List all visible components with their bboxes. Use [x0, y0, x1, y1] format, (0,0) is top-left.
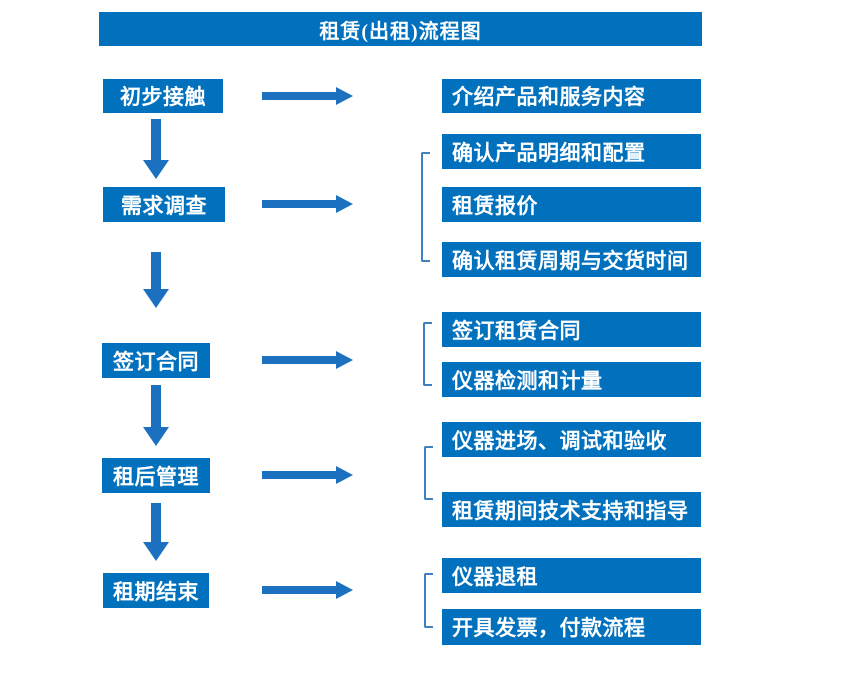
group-bracket-icon — [421, 152, 430, 262]
right-arrow-icon — [262, 92, 336, 100]
step-box-post-rental-mgmt: 租后管理 — [102, 458, 210, 493]
detail-box-instrument-testing: 仪器检测和计量 — [442, 362, 701, 397]
down-arrow-icon — [151, 503, 161, 542]
down-arrow-icon — [151, 385, 161, 427]
detail-box-sign-rental-contract: 签订租赁合同 — [442, 312, 701, 347]
right-arrow-icon — [336, 87, 353, 105]
down-arrow-icon — [151, 119, 161, 160]
step-box-demand-survey: 需求调查 — [103, 187, 225, 222]
right-arrow-icon — [336, 581, 353, 599]
right-arrow-icon — [336, 466, 353, 484]
down-arrow-icon — [143, 289, 169, 308]
step-box-sign-contract: 签订合同 — [102, 343, 210, 378]
detail-box-instrument-setup: 仪器进场、调试和验收 — [442, 422, 701, 457]
right-arrow-icon — [262, 586, 336, 594]
detail-box-introduce-products: 介绍产品和服务内容 — [442, 79, 701, 113]
down-arrow-icon — [143, 542, 169, 561]
detail-box-invoice-payment: 开具发票，付款流程 — [442, 609, 701, 645]
group-bracket-icon — [424, 573, 433, 628]
right-arrow-icon — [262, 200, 336, 208]
detail-box-tech-support: 租赁期间技术支持和指导 — [442, 492, 701, 527]
step-box-rental-end: 租期结束 — [103, 573, 209, 608]
detail-box-rental-quote: 租赁报价 — [442, 187, 701, 222]
down-arrow-icon — [143, 427, 169, 446]
group-bracket-icon — [424, 446, 433, 500]
detail-box-confirm-period: 确认租赁周期与交货时间 — [442, 242, 701, 277]
detail-box-confirm-product-spec: 确认产品明细和配置 — [442, 134, 701, 169]
flowchart-title: 租赁(出租)流程图 — [99, 12, 702, 46]
step-box-initial-contact: 初步接触 — [103, 79, 223, 113]
group-bracket-icon — [423, 322, 432, 386]
down-arrow-icon — [143, 160, 169, 179]
down-arrow-icon — [151, 252, 161, 289]
right-arrow-icon — [336, 195, 353, 213]
right-arrow-icon — [262, 356, 336, 364]
right-arrow-icon — [336, 351, 353, 369]
detail-box-instrument-return: 仪器退租 — [442, 558, 701, 593]
right-arrow-icon — [262, 471, 336, 479]
